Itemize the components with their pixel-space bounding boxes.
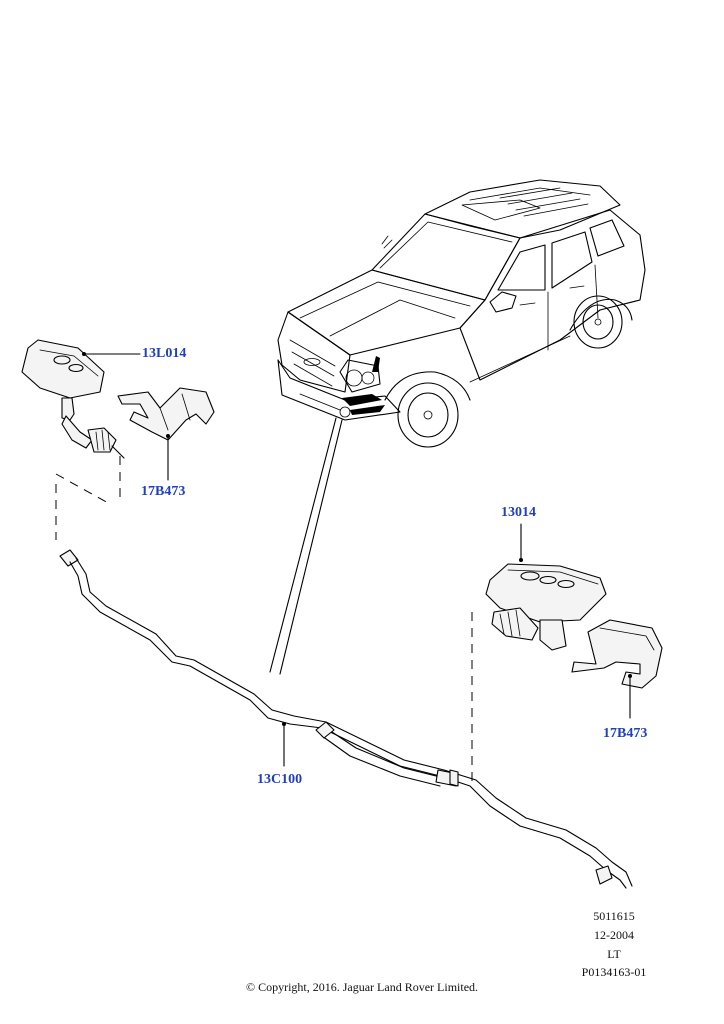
right-clip: [571, 619, 663, 689]
callout-leaders: [82, 352, 632, 767]
diagram-code: 5011615: [593, 909, 635, 923]
left-dashed-guide: [55, 473, 111, 505]
copyright-notice: © Copyright, 2016. Jaguar Land Rover Lim…: [245, 980, 479, 994]
right-washer-jet: [485, 563, 607, 651]
callout-hose: 13C100: [257, 772, 303, 787]
callout-right-jet: 13014: [501, 505, 536, 520]
left-clip: [117, 387, 215, 441]
diagram-region: LT: [607, 947, 621, 961]
illustration-number: P0134163-01: [581, 965, 647, 979]
vehicle-illustration: [277, 179, 646, 448]
diagram-date: 12-2004: [594, 928, 634, 942]
left-washer-jet: [21, 339, 125, 459]
vehicle-leader-line: [279, 419, 343, 675]
callout-left-clip: 17B473: [141, 484, 186, 499]
callout-right-clip: 17B473: [603, 726, 648, 741]
vehicle-leader-line: [269, 417, 337, 673]
callout-left-jet: 13L014: [142, 346, 187, 361]
washer-hose: [59, 549, 633, 889]
